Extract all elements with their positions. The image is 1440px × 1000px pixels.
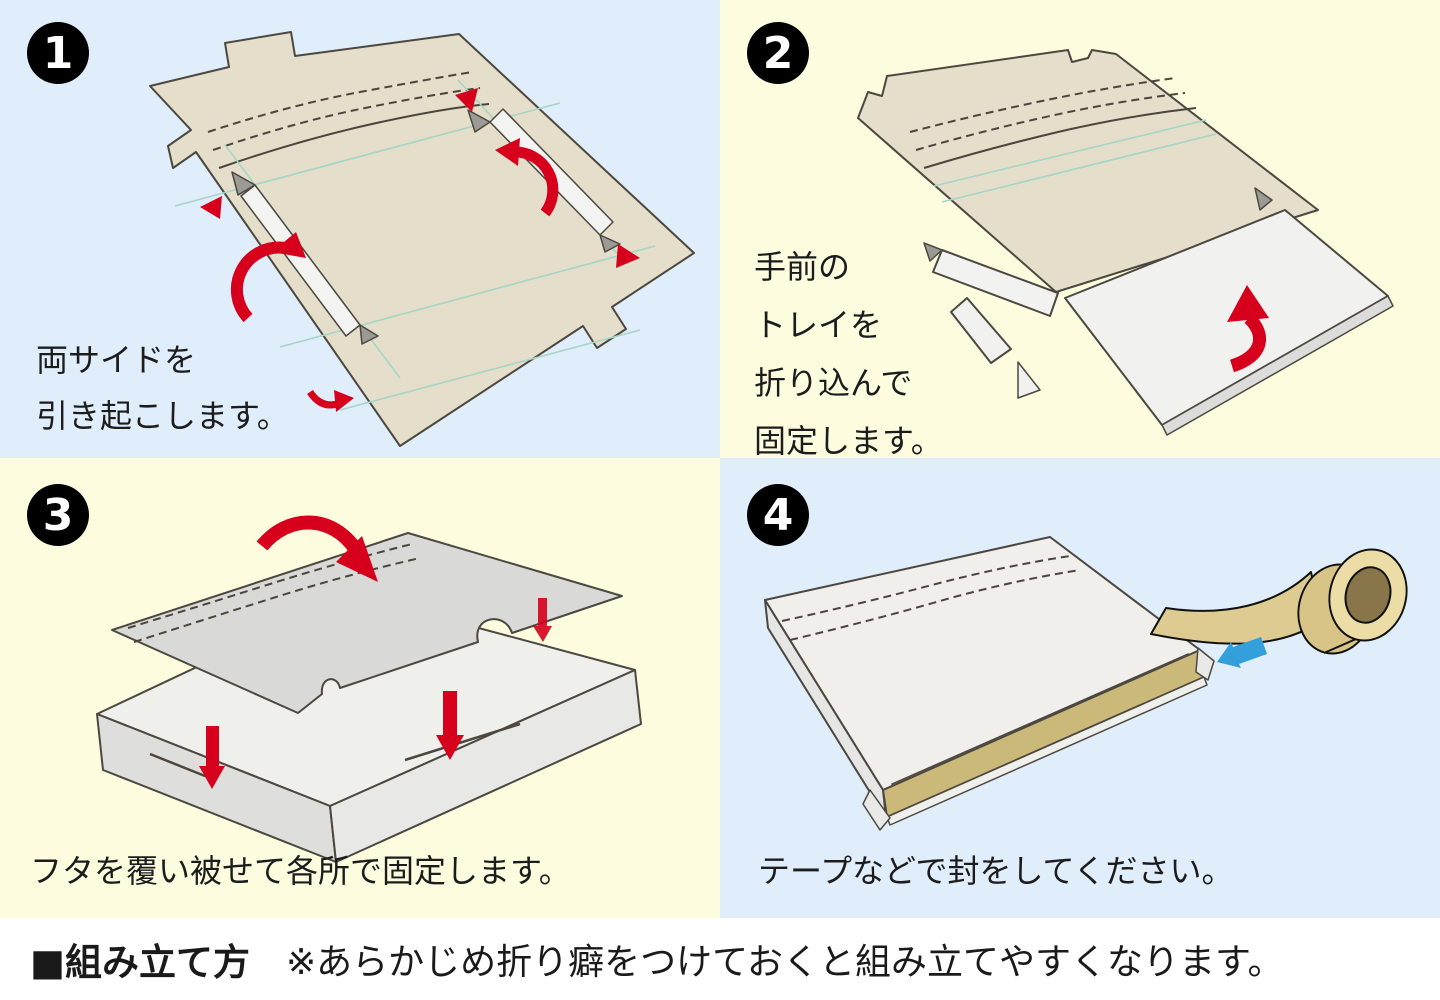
lid-flap xyxy=(111,532,623,714)
red-arrowhead-icon xyxy=(436,735,464,760)
step-caption: テープなどで封をしてください。 xyxy=(758,850,1234,892)
tear-strip-solid-line xyxy=(218,103,490,169)
red-arrowhead-icon xyxy=(336,536,378,582)
red-arrowhead-icon xyxy=(495,138,520,166)
red-down-arrow-icon xyxy=(443,691,457,735)
red-curved-arrow-icon xyxy=(1229,313,1266,373)
caption-line: フタを覆い被せて各所で固定します。 xyxy=(30,852,571,890)
footer-heading: ■組み立て方 xyxy=(30,941,250,984)
red-curved-arrow-icon xyxy=(511,146,559,217)
step-3-panel: 3 フタを覆い被せ xyxy=(0,458,720,918)
step-caption: フタを覆い被せて各所で固定します。 xyxy=(30,850,571,892)
front-tray-flap-edge xyxy=(1161,295,1394,436)
tear-strip-dashed-line xyxy=(789,569,1081,641)
step-caption: 両サイドを 引き起こします。 xyxy=(36,332,289,444)
red-arrowhead-icon xyxy=(533,626,552,642)
corner-tab xyxy=(467,109,491,133)
step-number: 3 xyxy=(42,489,74,541)
tear-strip-dashed-line xyxy=(212,87,481,151)
step-number: 2 xyxy=(762,27,794,79)
step-number: 1 xyxy=(42,27,74,79)
caption-line: 折り込んで xyxy=(754,364,913,402)
cardboard-blank xyxy=(149,31,695,447)
outer-flap xyxy=(1017,361,1041,399)
corner-tab xyxy=(231,171,256,196)
step-caption: 手前の トレイを 折り込んで 固定します。 xyxy=(754,238,943,458)
red-down-arrow-icon xyxy=(538,598,547,626)
red-arrowhead-icon xyxy=(200,196,222,219)
red-arrowhead-icon xyxy=(616,244,640,268)
step-2-panel: 2 手前の トレ xyxy=(720,0,1440,458)
tray-right-side xyxy=(329,669,642,863)
side-flap-left xyxy=(240,184,361,337)
corner-tab xyxy=(1254,187,1273,211)
red-curved-arrow-icon xyxy=(256,515,362,555)
caption-line: 両サイドを xyxy=(36,341,197,379)
box-bottom-lip xyxy=(886,676,1208,826)
blue-arrow-icon xyxy=(1217,637,1267,668)
caption-line: テープなどで封をしてください。 xyxy=(758,852,1234,890)
red-arrowhead-icon xyxy=(334,390,354,412)
step-number: 4 xyxy=(762,489,794,541)
caption-line: トレイを xyxy=(754,306,883,344)
step-number-badge: 2 xyxy=(747,22,809,84)
sealed-box-and-tape-illustration xyxy=(764,536,1408,831)
red-arrowhead-icon xyxy=(455,88,478,112)
tear-strip-dashed-line xyxy=(133,557,421,643)
box-corner xyxy=(862,789,891,831)
red-close-arrows xyxy=(199,515,552,789)
red-down-arrow-icon xyxy=(206,726,219,766)
caption-line: 手前の xyxy=(754,248,851,286)
tear-strip-dashed-line xyxy=(207,71,473,133)
tape-strip xyxy=(1150,571,1322,645)
fold-crease xyxy=(933,119,1207,187)
tear-strip-dashed-line xyxy=(909,77,1176,133)
lid-closing-illustration xyxy=(96,515,642,863)
lock-slot xyxy=(149,752,211,780)
red-arrowhead-icon xyxy=(199,766,225,789)
lock-slot xyxy=(404,722,521,762)
tear-strip-solid-line xyxy=(923,107,1197,169)
red-arrowhead-icon xyxy=(1227,285,1269,322)
red-curved-arrow-icon xyxy=(230,241,286,323)
flat-cardboard-blank-illustration xyxy=(149,31,695,447)
corner-tab xyxy=(923,242,943,262)
fold-crease xyxy=(339,329,641,411)
red-arrowhead-icon xyxy=(272,232,306,258)
tape-roll-hole xyxy=(1344,566,1392,624)
corner-tab xyxy=(359,324,379,345)
box-corner xyxy=(1195,647,1215,681)
footer-note: ※あらかじめ折り癖をつけておくと組み立てやすくなります。 xyxy=(285,942,1284,983)
tray-folding-illustration xyxy=(857,49,1394,436)
caption-line: 引き起こします。 xyxy=(36,397,289,435)
fold-crease xyxy=(941,133,1217,203)
corner-tab xyxy=(599,234,621,253)
step-4-panel: 4 テープな xyxy=(720,458,1440,918)
caption-line: 固定します。 xyxy=(754,422,943,458)
red-fold-arrows xyxy=(200,88,640,412)
step-number-badge: 3 xyxy=(27,484,89,546)
step-number-badge: 4 xyxy=(747,484,809,546)
outer-flap xyxy=(950,297,1012,364)
red-fold-up-arrow xyxy=(1227,285,1269,373)
tape-roll-icon xyxy=(1150,548,1408,655)
tray-left-wall xyxy=(932,249,1059,317)
step-number-badge: 1 xyxy=(27,22,89,84)
tear-strip-dashed-line xyxy=(781,555,1071,622)
assembly-footer: ■組み立て方 ※あらかじめ折り癖をつけておくと組み立てやすくなります。 xyxy=(0,918,1440,1000)
tear-strip-dashed-line xyxy=(915,92,1186,151)
step-1-panel: 1 xyxy=(0,0,720,458)
